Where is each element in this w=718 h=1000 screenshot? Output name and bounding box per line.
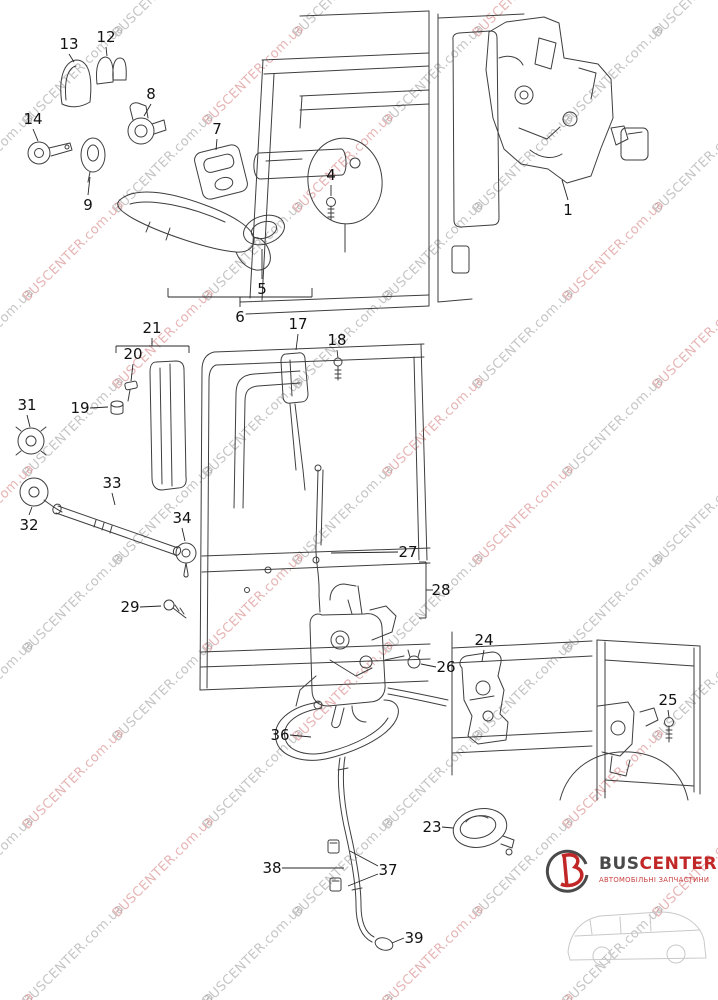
part-25-screw	[664, 717, 674, 743]
van-body-outline	[239, 10, 525, 315]
part-37-clips	[327, 839, 342, 892]
part-18-screw	[333, 357, 343, 381]
logo-text: BUSCENTER АВТОМОБІЛЬНІ ЗАПЧАСТИНИ	[599, 856, 717, 885]
logo-brand: BUSCENTER	[599, 856, 717, 873]
part-29-screw	[163, 599, 187, 619]
van-sketch	[567, 911, 707, 966]
logo-tagline: АВТОМОБІЛЬНІ ЗАПЧАСТИНИ	[599, 876, 710, 884]
part-8-lock-cylinder	[127, 102, 167, 145]
part-1-lock-assembly	[485, 16, 649, 184]
part-12-cap	[96, 56, 127, 85]
part-7-backplate	[194, 144, 248, 200]
part-34-grommet	[175, 542, 197, 578]
body-side-panel	[451, 631, 689, 801]
buscenter-logo-icon	[545, 849, 589, 893]
part-32-grommet	[19, 477, 63, 513]
part-20-clip	[124, 380, 138, 402]
logo-text-bus: BUS	[599, 854, 640, 874]
connecting-rod-to-striker	[387, 687, 449, 707]
part-5-handle-pad	[243, 214, 285, 246]
part-39-cap	[374, 937, 394, 951]
part-6-door-handle	[117, 191, 271, 271]
part-19-clip	[110, 400, 124, 415]
part-27-rod	[314, 464, 324, 613]
rear-door-frame	[596, 639, 701, 801]
part-17-cover	[280, 352, 309, 491]
part-36-cable-guide	[274, 699, 399, 761]
door-inner-frame	[199, 343, 431, 691]
part-21-bracket	[149, 360, 187, 491]
part-13-cap	[60, 59, 92, 108]
part-14-lock-washer	[27, 141, 73, 165]
logo-text-center: CENTER	[639, 854, 718, 874]
part-33-rod	[52, 503, 182, 556]
part-24-striker	[459, 651, 509, 745]
part-26-clip	[407, 649, 421, 669]
part-31-grommet	[15, 426, 47, 456]
buscenter-logo: BUSCENTER АВТОМОБІЛЬНІ ЗАПЧАСТИНИ	[542, 844, 717, 896]
part-38-cable	[337, 756, 375, 943]
part-28-lock-mechanism	[295, 583, 405, 729]
door-handle-recess	[253, 137, 383, 253]
part-4-screw	[326, 197, 336, 221]
part-9-gasket	[80, 137, 106, 183]
part-23-handle-cup	[452, 808, 515, 856]
